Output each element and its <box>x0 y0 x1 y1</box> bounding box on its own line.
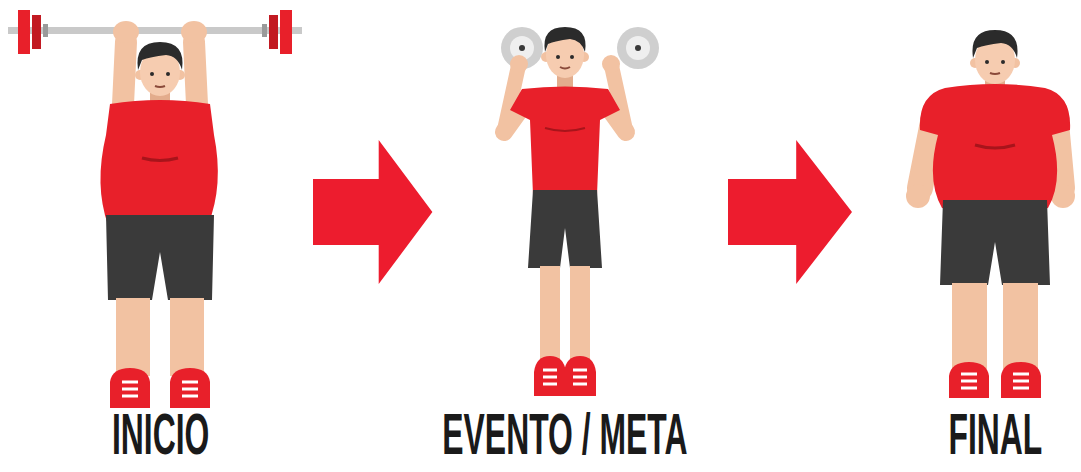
man-lifting-barbell <box>8 10 302 408</box>
man-overweight <box>906 30 1075 398</box>
figure-node: INICIO <box>5 5 305 469</box>
stage-label: INICIO <box>111 405 208 463</box>
block-arrow <box>728 140 852 284</box>
figure-node: FINAL <box>860 5 1076 469</box>
stage-label: FINAL <box>948 405 1042 463</box>
figure-node: EVENTO / META <box>440 5 720 469</box>
man-with-dumbbells <box>501 27 659 396</box>
stage-label: EVENTO / META <box>442 405 687 463</box>
block-arrow <box>313 140 432 284</box>
